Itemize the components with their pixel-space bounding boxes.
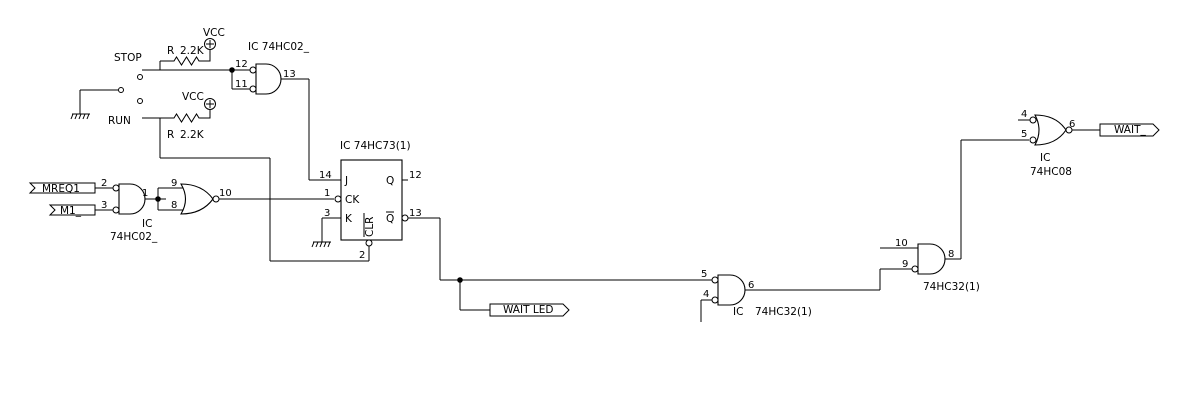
- resistor-bottom: R 2.2K VCC: [160, 91, 216, 141]
- gate-nor-input-ref: IC: [142, 218, 152, 230]
- gate-or-low: 5 4 6 IC 74HC32(1): [700, 269, 880, 322]
- net-flag-wait-led-label: WAIT LED: [503, 304, 553, 316]
- resistor-top-value: 2.2K: [180, 45, 205, 57]
- switch-run-label: RUN: [108, 115, 131, 127]
- resistor-top: R 2.2K VCC: [160, 27, 225, 66]
- pin-label: 11: [235, 79, 248, 90]
- pin-label: 12: [409, 170, 422, 181]
- qbar-net: [408, 217, 701, 311]
- pin-label: 9: [902, 259, 908, 270]
- stop-run-switch: STOP RUN: [70, 52, 143, 127]
- pin-label: 1: [142, 188, 148, 199]
- net-flag-m1-label: M1_: [60, 205, 82, 217]
- pin-label: 8: [948, 249, 954, 260]
- pin-label: 2: [101, 178, 107, 189]
- pin-label: 13: [409, 208, 422, 219]
- junction-dot: [229, 67, 235, 73]
- pin-label: 12: [235, 59, 248, 70]
- resistor-top-ref: R: [167, 45, 174, 57]
- vcc-bottom-label: VCC: [182, 91, 204, 103]
- net-flag-mreq-label: MREQ1: [42, 183, 80, 195]
- stop-net: [142, 61, 232, 71]
- gate-nor-input-part: 74HC02_: [110, 231, 158, 243]
- net-flag-wait-led: WAIT LED: [489, 303, 570, 317]
- pin-label: 3: [101, 200, 107, 211]
- flip-flop-ck-label: CK: [345, 194, 360, 206]
- gate-and-out-part: 74HC08: [1030, 166, 1072, 178]
- flip-flop-clr-label: CLR: [364, 217, 376, 237]
- net-flag-wait-label: WAIT_: [1114, 124, 1147, 136]
- pin-label: 4: [1021, 109, 1027, 120]
- pin-label: 10: [895, 238, 908, 249]
- switch-stop-terminal: [137, 74, 143, 80]
- gate-or-low-ref: IC: [733, 306, 743, 318]
- pin-label: 6: [748, 280, 754, 291]
- vcc-top-label: VCC: [203, 27, 225, 39]
- pin-label: 6: [1069, 119, 1075, 130]
- pin-label: 5: [1021, 129, 1027, 140]
- run-net: [142, 117, 370, 262]
- switch-stop-label: STOP: [114, 52, 142, 64]
- pin-label: 3: [324, 208, 330, 219]
- net-flag-mreq: MREQ1: [28, 182, 96, 195]
- gate-nor-input: 2 3 1 IC 74HC02_: [95, 178, 166, 243]
- pin-label: 8: [171, 200, 177, 211]
- pin-label: 10: [219, 188, 232, 199]
- net-flag-m1: M1_: [48, 204, 96, 217]
- net-flag-wait: WAIT_: [1099, 123, 1160, 137]
- flip-flop-k-ground: [311, 218, 331, 248]
- resistor-bottom-ref: R: [167, 129, 174, 141]
- switch-common-terminal: [118, 87, 124, 93]
- pin-label: 1: [324, 188, 330, 199]
- flip-flop-74hc73: IC 74HC73(1) J CK K Q Q CLR 14 1 3 12 13…: [319, 140, 422, 261]
- flip-flop-q-label: Q: [386, 175, 394, 187]
- gate-or-right-part: 74HC32(1): [923, 281, 980, 293]
- gate-or-mid: 9 8 10: [157, 178, 334, 215]
- pin-label: 9: [171, 178, 177, 189]
- flip-flop-j-label: J: [344, 175, 348, 187]
- flip-flop-qbar-label: Q: [386, 213, 394, 225]
- gate-and-out: 4 5 6 IC 74HC08: [1018, 109, 1100, 178]
- pin-label: 13: [283, 69, 296, 80]
- gate-or-right: 10 9 8 74HC32(1): [879, 238, 980, 293]
- flip-flop-k-label: K: [345, 213, 353, 225]
- gate-nand-top: IC 74HC02_ 12 11 13: [229, 41, 310, 95]
- gate-or-low-part: 74HC32(1): [755, 306, 812, 318]
- pin-label: 2: [359, 250, 365, 261]
- pin-label: 14: [319, 170, 332, 181]
- switch-run-terminal: [137, 98, 143, 104]
- gate-and-out-ref: IC: [1040, 152, 1050, 164]
- pin-label: 5: [701, 269, 707, 280]
- switch-ground-symbol: [70, 90, 90, 120]
- gate-nand-top-title: IC 74HC02_: [248, 41, 310, 53]
- flip-flop-title: IC 74HC73(1): [340, 140, 411, 152]
- pin-label: 4: [703, 289, 709, 300]
- resistor-bottom-value: 2.2K: [180, 129, 205, 141]
